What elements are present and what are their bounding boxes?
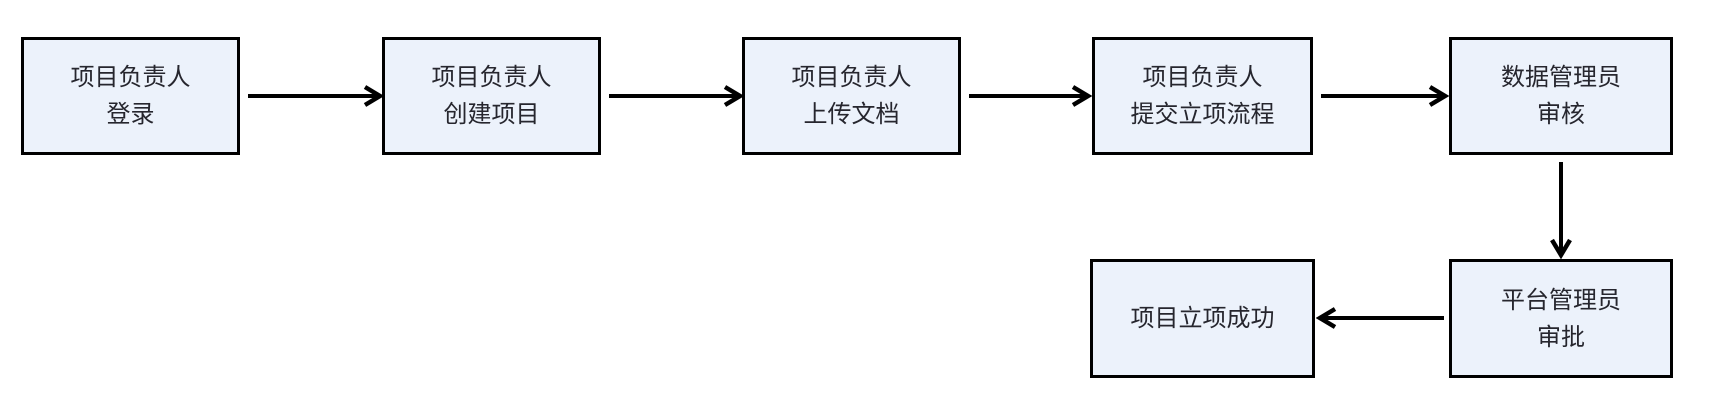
flow-node-submit-approval-line1: 项目负责人 bbox=[1142, 64, 1263, 91]
flow-node-create-project-line1: 项目负责人 bbox=[431, 64, 552, 91]
flow-node-login-line2: 登录 bbox=[106, 101, 155, 128]
flow-node-login: 项目负责人 登录 bbox=[21, 37, 240, 155]
flow-node-project-approved: 项目立项成功 bbox=[1090, 259, 1315, 378]
flow-node-create-project: 项目负责人 创建项目 bbox=[382, 37, 601, 155]
flow-node-upload-docs: 项目负责人 上传文档 bbox=[742, 37, 961, 155]
flow-node-upload-docs-line2: 上传文档 bbox=[803, 101, 900, 128]
flow-node-data-admin-review-line2: 审核 bbox=[1537, 101, 1585, 128]
flow-node-submit-approval: 项目负责人 提交立项流程 bbox=[1092, 37, 1313, 155]
flow-node-platform-admin-approve: 平台管理员 审批 bbox=[1449, 259, 1673, 378]
flow-node-upload-docs-line1: 项目负责人 bbox=[791, 64, 912, 91]
flow-node-platform-admin-approve-line1: 平台管理员 bbox=[1501, 286, 1621, 314]
flow-node-data-admin-review-line1: 数据管理员 bbox=[1501, 64, 1621, 91]
flow-node-login-line1: 项目负责人 bbox=[70, 64, 191, 91]
flow-node-project-approved-line1: 项目立项成功 bbox=[1130, 305, 1275, 332]
flow-node-data-admin-review: 数据管理员 审核 bbox=[1449, 37, 1673, 155]
flow-node-platform-admin-approve-line2: 审批 bbox=[1537, 323, 1585, 351]
flow-node-create-project-line2: 创建项目 bbox=[443, 101, 540, 128]
flow-node-submit-approval-line2: 提交立项流程 bbox=[1130, 101, 1275, 128]
